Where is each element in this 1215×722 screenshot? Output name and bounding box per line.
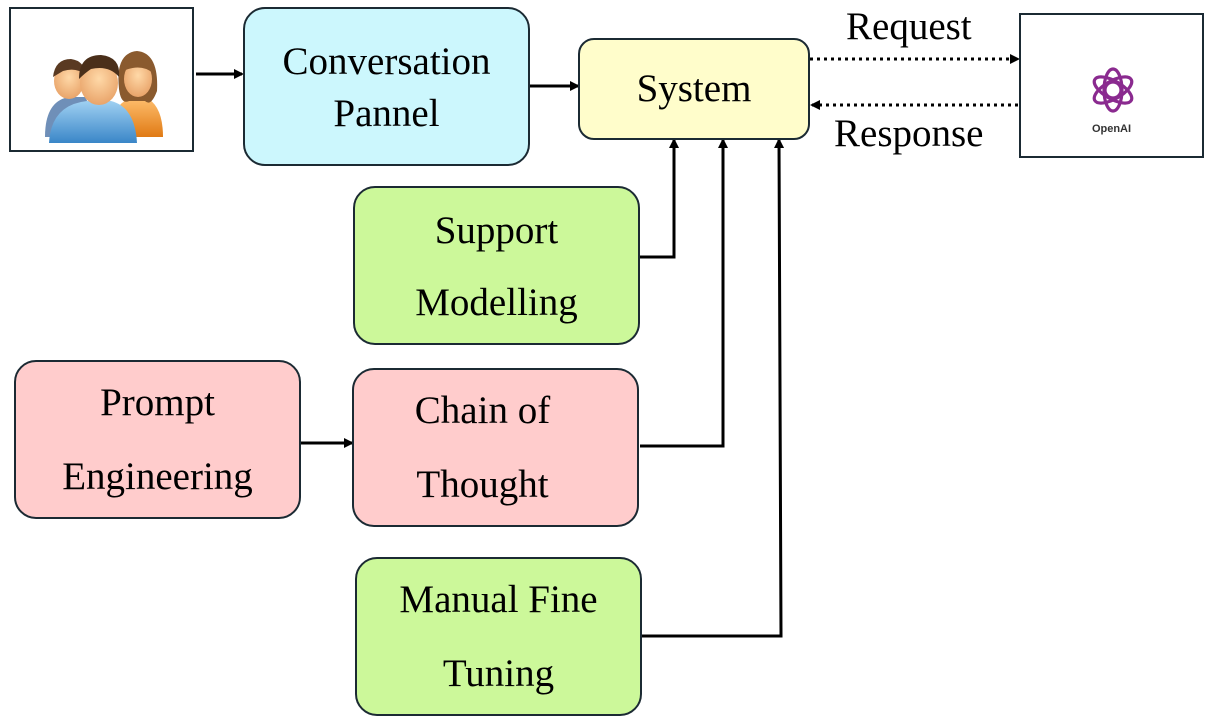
arrow-support-to-system bbox=[640, 138, 679, 259]
chain-label-line1: Chain of bbox=[414, 389, 551, 432]
openai-image-box: OpenAI bbox=[1019, 13, 1204, 158]
openai-logo-icon bbox=[1092, 67, 1134, 113]
request-label: Request bbox=[846, 5, 972, 48]
conversation-panel-node: Conversation Pannel bbox=[243, 7, 530, 166]
prompt-engineering-node: Prompt Engineering bbox=[14, 360, 301, 519]
users-image-box bbox=[9, 7, 194, 152]
manual-label-line1: Manual Fine bbox=[399, 578, 598, 621]
chain-of-thought-node: Chain of Thought bbox=[352, 368, 639, 527]
prompt-label-line1: Prompt bbox=[100, 381, 215, 424]
chain-label-line2: Thought bbox=[416, 463, 549, 506]
response-label: Response bbox=[834, 112, 984, 155]
manual-label-line2: Tuning bbox=[442, 652, 555, 695]
support-label-line2: Modelling bbox=[415, 281, 578, 324]
openai-wordmark: OpenAI bbox=[1091, 123, 1132, 135]
users-group-icon bbox=[45, 51, 163, 143]
support-label-line1: Support bbox=[434, 209, 559, 252]
system-label: System bbox=[636, 67, 752, 110]
prompt-label-line2: Engineering bbox=[62, 455, 253, 498]
arrow-chain-to-system bbox=[640, 138, 728, 448]
system-node: System bbox=[578, 38, 810, 140]
conversation-label-line2: Pannel bbox=[333, 92, 440, 135]
support-modelling-node: Support Modelling bbox=[353, 186, 640, 345]
conversation-label-line1: Conversation bbox=[282, 40, 491, 83]
arrow-manual-to-system bbox=[642, 138, 785, 638]
manual-fine-tuning-node: Manual Fine Tuning bbox=[355, 557, 642, 716]
